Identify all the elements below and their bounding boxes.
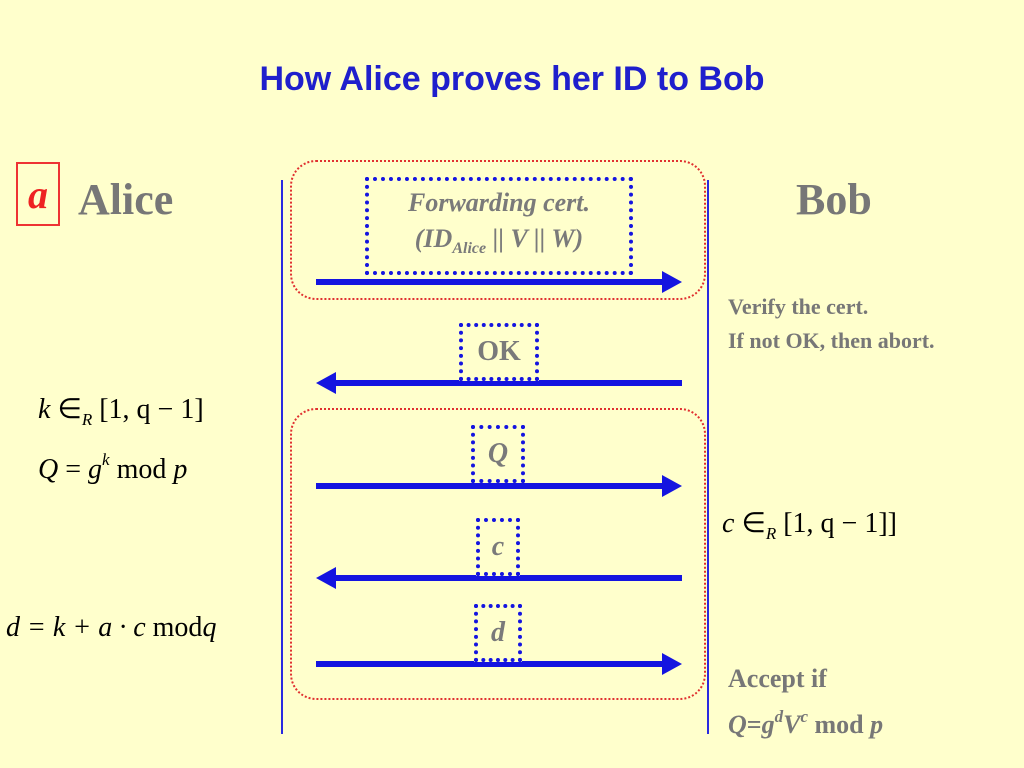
alice-label: Alice (78, 175, 174, 224)
bob-label: Bob (796, 175, 872, 224)
bob-verify-line1: Verify the cert. (728, 294, 869, 319)
cert-message-box: Forwarding cert. (IDAlice || V || W) (365, 177, 633, 275)
arrow-c-to-alice (316, 567, 682, 589)
bob-accept-line1: Accept if (728, 664, 827, 693)
q-message-label: Q (487, 438, 509, 469)
bob-verify-note: Verify the cert. If not OK, then abort. (728, 290, 935, 358)
bob-verify-line2: If not OK, then abort. (728, 328, 935, 353)
arrow-d-to-bob (316, 653, 682, 675)
arrow-q-to-bob (316, 475, 682, 497)
c-message-label: c (491, 531, 505, 562)
alice-d-definition: d = k + a · c modq (6, 612, 217, 643)
bob-accept-note: Accept if Q=gdVc mod p (728, 660, 883, 744)
bob-accept-condition: Q=gdVc mod p (728, 707, 884, 739)
q-message-box: Q (471, 425, 525, 483)
ok-message-label: OK (477, 336, 521, 367)
ok-message-box: OK (459, 323, 539, 381)
bob-c-choice: c ∈R [1, q − 1]] (722, 508, 897, 543)
bob-lifeline (707, 180, 709, 734)
d-message-label: d (491, 617, 505, 648)
cert-message-line2: (IDAlice || V || W) (414, 224, 584, 257)
c-message-box: c (476, 518, 520, 576)
cert-message-line1: Forwarding cert. (407, 188, 591, 217)
d-message-box: d (474, 604, 522, 662)
certificate-exchange-group (290, 160, 706, 300)
alice-lifeline (281, 180, 283, 734)
alice-secret-key-label: a (28, 171, 48, 217)
schnorr-identification-group (290, 408, 706, 700)
arrow-ok-to-alice (316, 372, 682, 394)
alice-q-definition: Q = gk mod p (38, 450, 188, 485)
arrow-cert-to-bob (316, 271, 682, 293)
alice-secret-key-box: a (16, 162, 60, 226)
alice-k-choice: k ∈R [1, q − 1] (38, 394, 204, 429)
slide-title: How Alice proves her ID to Bob (259, 60, 765, 98)
